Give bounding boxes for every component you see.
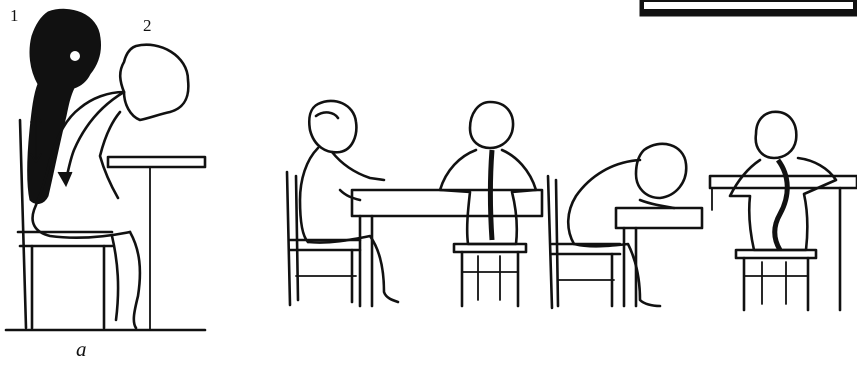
desk-side-2-icon	[616, 208, 702, 306]
child-slouching-side-icon	[568, 144, 686, 306]
correct-posture-back-scene	[440, 102, 536, 306]
incorrect-posture-back-scene	[710, 112, 857, 310]
subfigure-label: a	[76, 337, 87, 362]
black-bar-decoration	[640, 0, 857, 16]
desk-side-icon	[352, 190, 542, 306]
chair-side-icon	[287, 172, 360, 305]
desk-icon	[108, 157, 205, 330]
chair-side-2-icon	[548, 176, 620, 308]
child-writing-side-icon	[300, 101, 398, 302]
correct-posture-side-scene	[287, 101, 542, 306]
child-back-straight-spine-icon	[440, 102, 536, 244]
panel-a-posture-comparison	[6, 9, 205, 330]
stool-back-2-icon	[736, 250, 816, 310]
stool-back-icon	[454, 244, 526, 306]
label-silhouette-1: 1	[10, 6, 19, 26]
incorrect-posture-side-scene	[548, 144, 702, 308]
label-silhouette-2: 2	[143, 16, 152, 36]
child-back-curved-spine-icon	[730, 112, 836, 250]
